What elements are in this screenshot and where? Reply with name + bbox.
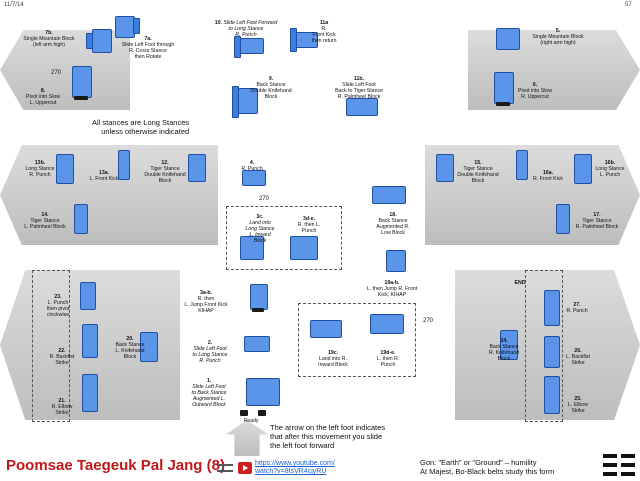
figure-11a <box>288 26 320 56</box>
figure-26 <box>542 334 562 370</box>
figure-13a <box>116 146 132 182</box>
step-3c-label: 3c.Land into Long Stance L. Inward Block <box>245 214 275 244</box>
step-26-label: 26.L. Backfist Strike <box>566 348 590 366</box>
step-7b-label: 7b.Single Mountain Block (left arm high) <box>23 30 75 48</box>
angle-270-mid: 270 <box>258 196 269 202</box>
figure-13b <box>52 150 76 186</box>
step-22-label: 22.R. Backfist Strike <box>49 348 75 366</box>
step-7a-label: 7a.Slide Left Foot through R. Cross Stan… <box>121 36 175 60</box>
step-16b-label: 16b.Long Stance L. Punch <box>595 160 625 178</box>
youtube-icon[interactable] <box>238 461 252 474</box>
figure-17 <box>554 200 572 236</box>
figure-27 <box>542 288 562 328</box>
step-5-label: 5.Single Mountain Block (right arm high) <box>532 28 584 46</box>
step-25-label: 25.L. Elbow Strike <box>568 396 588 414</box>
step-13b-label: 13b.Long Stance R. Punch <box>25 160 55 178</box>
figure-7a <box>111 12 140 42</box>
mid-right-arrow-band <box>425 145 640 245</box>
figure-21 <box>80 370 100 414</box>
flag-icon <box>217 461 233 473</box>
figure-12 <box>186 148 208 184</box>
step-21-label: 21.R. Elbow Strike <box>51 398 73 416</box>
step-3ab-label: 3a-b.R. then L. Jump Front Kick KIHAP <box>184 290 228 314</box>
figure-3de <box>286 232 320 264</box>
figure-19c <box>306 316 344 344</box>
figure-ready <box>238 404 268 418</box>
group-box-left <box>32 270 70 422</box>
figure-18 <box>368 182 408 208</box>
step-8-label: 8.Pivot into Slow L. Uppercut <box>25 88 61 106</box>
step-19ab-label: 19a-b.L. then Jump R. Front Kick, KIHAP <box>366 280 418 298</box>
figure-14 <box>72 200 90 236</box>
figure-4 <box>236 168 270 190</box>
mid-left-arrow-band <box>0 145 218 245</box>
figure-3c <box>236 232 266 264</box>
figure-11b <box>340 92 382 124</box>
figure-10 <box>232 32 266 62</box>
page-title: Poomsae Taegeuk Pal Jang (8) <box>6 457 225 474</box>
step-18-label: 18.Back Stance Augmented R. Low Block <box>376 212 410 236</box>
step-16a-label: 16a.R. Front Kick <box>533 170 563 182</box>
step-14-label: 14.Tiger Stance L. Palmheel Block <box>24 212 66 230</box>
step-6-label: 6.Pivot into Slow R. Uppercut <box>517 82 553 100</box>
angle-270-top: 270 <box>50 70 61 76</box>
figure-5 <box>490 22 526 56</box>
step-1-label: 1.Slide Left Foot to Back Stance Augment… <box>191 378 227 408</box>
figure-19ab <box>382 248 408 274</box>
figure-15 <box>432 148 454 184</box>
figure-16a <box>514 146 530 182</box>
step-19c-label: 19c.Land into R. Inward Block <box>318 350 348 368</box>
step-24-label: 24.Back Stance R. Knifehand Block <box>489 338 519 362</box>
center-up-arrow <box>226 420 268 456</box>
figure-23 <box>78 280 98 312</box>
angle-270-low: 270 <box>422 318 433 324</box>
step-17-label: 17.Tiger Stance R. Palmheel Block <box>575 212 619 230</box>
figure-7b <box>86 25 116 55</box>
step-13a-label: 13a.L. Front Kick <box>89 170 119 182</box>
group-box-3 <box>226 206 342 270</box>
step-10-label: 10. Slide Left Foot Forward to Long Stan… <box>214 20 278 38</box>
ready-label: Ready <box>243 418 259 424</box>
date-label: 11/7/14 <box>4 2 24 8</box>
step-9-label: 9.Back Stance Double Knifehand Block <box>250 76 292 100</box>
trigram-icon <box>603 454 635 476</box>
figure-2 <box>238 332 272 356</box>
figure-25 <box>542 374 562 416</box>
figure-19de <box>366 310 406 342</box>
step-3de-label: 3d-e.R. then L. Punch <box>297 216 321 234</box>
figure-24 <box>498 324 520 364</box>
group-box-19 <box>298 303 416 377</box>
figure-8 <box>68 62 96 102</box>
youtube-link[interactable]: https://www.youtube.com/watch?v=8tsVR4cj… <box>255 460 335 475</box>
figure-16b <box>570 150 594 186</box>
step-19de-label: 19d-e.L. then R. Punch <box>376 350 400 368</box>
figure-9 <box>232 82 262 122</box>
step-20-label: 20.Back Stance L. Knifehand Block <box>115 336 145 360</box>
group-box-right <box>525 270 563 422</box>
step-23-label: 23.L. Punch then pivot clockwise <box>46 294 70 318</box>
step-11b-label: 11b.Slide Left Foot Back to Tiger Stance… <box>335 76 383 100</box>
figure-1 <box>242 372 282 410</box>
step-2-label: 2.Slide Left Foot to Long Stance R. Punc… <box>192 340 228 364</box>
end-label: END <box>514 280 526 286</box>
figure-20 <box>136 326 160 366</box>
step-27-label: 27.R. Punch <box>566 302 588 314</box>
page-number: 57 <box>625 2 632 8</box>
figure-3ab <box>244 282 272 314</box>
step-12-label: 12.Tiger Stance Double Knifehand Block <box>144 160 186 184</box>
step-4-label: 4.R. Punch <box>241 160 263 172</box>
figure-6 <box>490 68 518 108</box>
figure-22 <box>80 320 100 360</box>
step-15-label: 15.Tiger Stance Double Knifehand Block <box>457 160 499 184</box>
